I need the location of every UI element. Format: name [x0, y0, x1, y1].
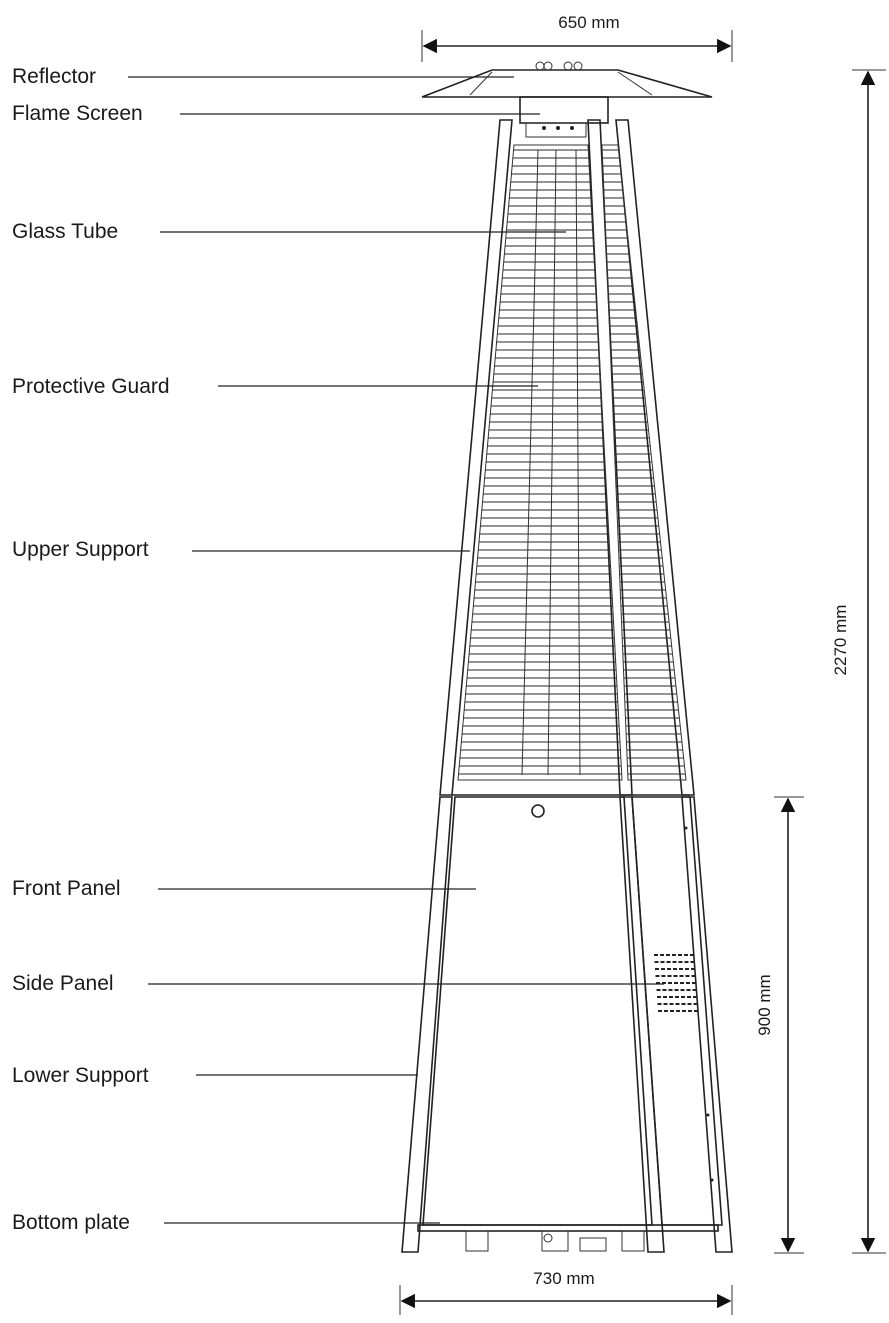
bottom-plate — [417, 1224, 719, 1252]
ignition-button-icon — [531, 804, 545, 818]
label-reflector: Reflector — [12, 65, 96, 88]
lower-support — [401, 796, 733, 1253]
dim-total-height-label: 2270 mm — [831, 605, 850, 676]
label-upper-support: Upper Support — [12, 538, 149, 561]
dim-cabinet-height-label: 900 mm — [755, 974, 774, 1035]
dim-top-width-label: 650 mm — [558, 13, 619, 32]
dim-cabinet-height: 900 mm — [755, 796, 804, 1254]
part-labels: Reflector Flame Screen Glass Tube Protec… — [12, 65, 664, 1234]
label-front-panel: Front Panel — [12, 877, 121, 900]
label-protective-guard: Protective Guard — [12, 375, 170, 398]
protective-guard — [457, 144, 687, 781]
reflector-bolt-icon — [535, 61, 583, 71]
label-bottom-plate: Bottom plate — [12, 1211, 130, 1234]
label-glass-tube: Glass Tube — [12, 220, 118, 243]
vent-grille — [654, 954, 698, 1012]
front-panel — [422, 794, 690, 1226]
label-side-panel: Side Panel — [12, 972, 114, 995]
dim-base-width-label: 730 mm — [533, 1269, 594, 1288]
dim-base-width: 730 mm — [399, 1269, 733, 1315]
flame-screen — [519, 96, 609, 138]
label-lower-support: Lower Support — [12, 1064, 149, 1087]
dim-top-width: 650 mm — [421, 13, 733, 62]
label-flame-screen: Flame Screen — [12, 102, 143, 125]
reflector — [421, 61, 713, 98]
glass-tube — [521, 149, 581, 776]
dim-total-height: 2270 mm — [831, 69, 886, 1254]
